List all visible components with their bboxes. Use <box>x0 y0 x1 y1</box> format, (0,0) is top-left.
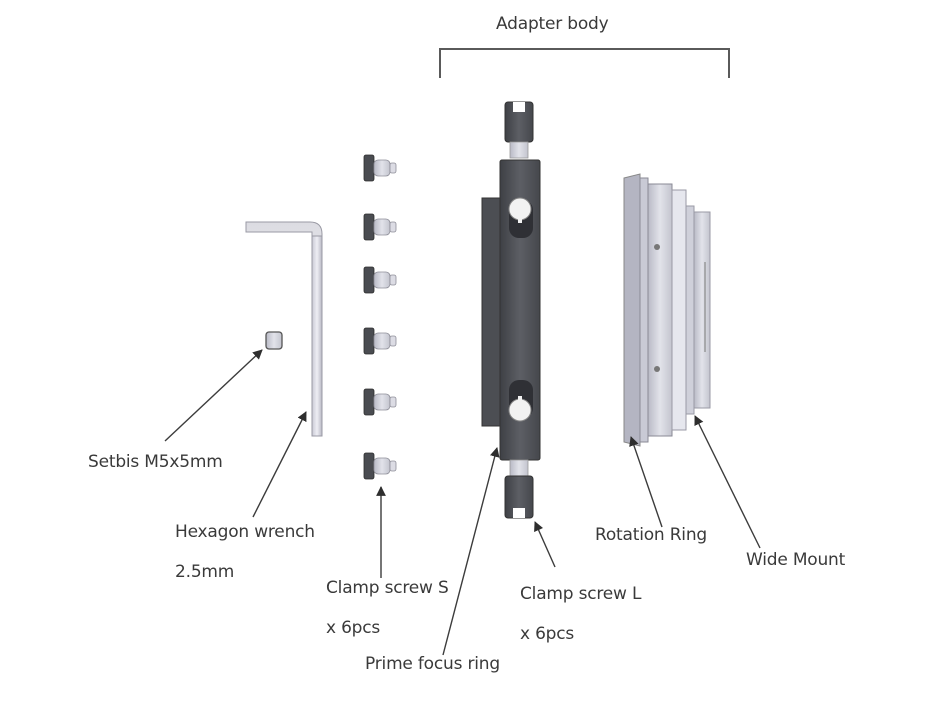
clamp-screw-s-item <box>363 327 397 355</box>
clamp-screw-s-qty: x 6pcs <box>326 618 381 638</box>
clamp-screw-s-item <box>363 154 397 182</box>
clamp-screws-s <box>363 154 397 480</box>
clamp-screw-s-item <box>363 452 397 480</box>
hex-wrench-size: 2.5mm <box>175 562 235 582</box>
clamp-screw-s-item <box>363 388 397 416</box>
clamp-screw-s-item <box>363 213 397 241</box>
leader-prime-focus-ring <box>442 447 500 656</box>
adapter-body-label: Adapter body <box>496 14 609 34</box>
wide-mount-part <box>685 205 711 415</box>
leader-lines <box>164 349 761 656</box>
clamp-screw-s-label: Clamp screw S <box>326 578 449 598</box>
clamp-screw-s-item <box>363 266 397 294</box>
rotation-ring-part <box>623 173 687 447</box>
wide-mount-label: Wide Mount <box>746 550 846 570</box>
hex-wrench-part <box>245 221 323 437</box>
leader-setbis <box>164 349 263 442</box>
leader-rotation-ring <box>629 436 663 528</box>
leader-hex-wrench <box>252 411 307 518</box>
prime-focus-ring-part <box>481 101 541 519</box>
leader-wide-mount <box>694 415 761 549</box>
rotation-ring-label: Rotation Ring <box>595 525 708 545</box>
adapter-body-bracket <box>439 48 730 78</box>
clamp-screw-l-label: Clamp screw L <box>520 584 642 604</box>
clamp-screw-l-qty: x 6pcs <box>520 624 575 644</box>
clamp-screw-l-top <box>504 101 534 159</box>
prime-focus-ring-label: Prime focus ring <box>365 654 500 674</box>
hex-wrench-label: Hexagon wrench <box>175 522 315 542</box>
clamp-screw-l-bottom <box>504 459 534 519</box>
setbis-label: Setbis M5x5mm <box>88 452 223 472</box>
leader-clamp-screw-l <box>534 521 556 568</box>
setbis-part <box>265 331 283 350</box>
